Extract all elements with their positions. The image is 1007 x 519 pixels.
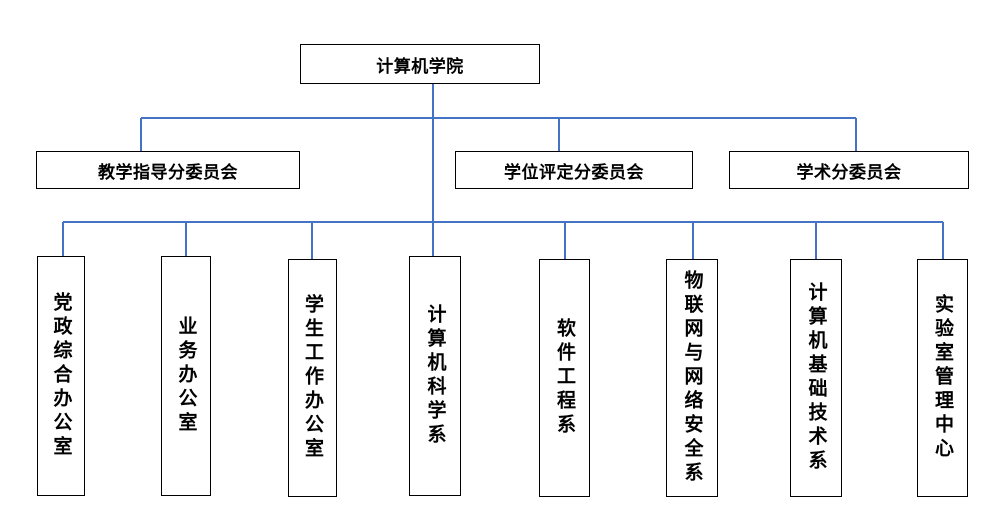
dept-lab-center: 实验室管理中心 [917,259,968,497]
dept-software-engineering: 软件工程系 [539,259,590,497]
dept-computer-foundation: 计算机基础技术系 [790,259,842,497]
committee-teaching: 教学指导分委员会 [36,151,300,189]
dept-student-affairs: 学生工作办公室 [288,259,337,497]
dept-business-office: 业务办公室 [161,256,211,496]
committee-academic: 学术分委员会 [729,151,969,189]
dept-computer-science: 计算机科学系 [409,256,461,496]
dept-party-office: 党政综合办公室 [37,256,85,496]
committee-degree: 学位评定分委员会 [455,151,693,189]
dept-iot-security: 物联网与网络安全系 [666,259,718,497]
root-node: 计算机学院 [300,44,540,84]
